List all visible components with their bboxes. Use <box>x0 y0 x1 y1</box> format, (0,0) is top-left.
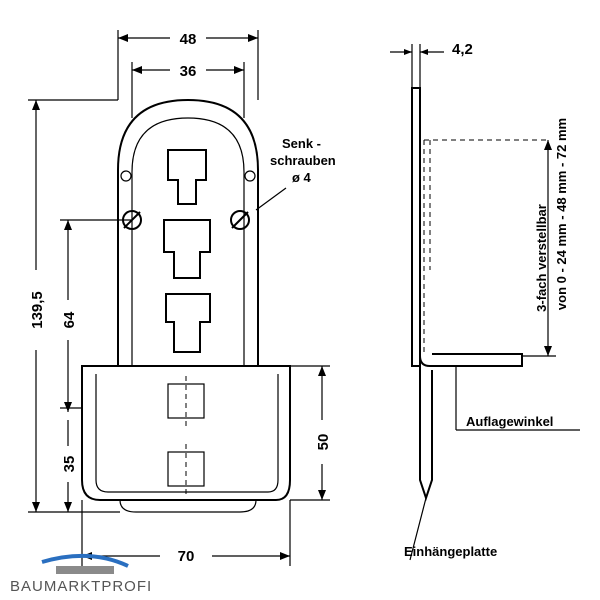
tray-bolt-upper <box>167 376 205 426</box>
dim-36 <box>131 62 245 118</box>
dim-adjust <box>522 140 556 357</box>
brand-name: BAUMARKTPROFI <box>10 578 153 595</box>
dim-64-label: 64 <box>61 311 78 328</box>
dim-48-label: 48 <box>180 31 197 48</box>
front-view: 48 36 139,5 64 35 50 70 Senk - schrauben… <box>28 30 336 566</box>
dim-4-2-label: 4,2 <box>452 41 473 58</box>
dim-36-label: 36 <box>180 63 197 80</box>
tray-bottom <box>119 499 257 513</box>
tray-bolt-lower <box>167 444 205 494</box>
tray-inner <box>95 374 279 493</box>
dim-35 <box>60 407 82 512</box>
dim-48 <box>117 30 259 100</box>
screw-label-line1: Senk - <box>282 136 321 151</box>
dim-139-5 <box>28 99 120 513</box>
slot-2 <box>163 219 211 279</box>
side-hanging-plate <box>419 366 433 502</box>
hanging-plate-label: Einhängeplatte <box>404 544 497 559</box>
slot-3 <box>165 293 211 353</box>
side-support-angle <box>419 353 523 367</box>
screw-right <box>230 210 250 230</box>
hole-right <box>244 170 256 182</box>
dim-64 <box>60 219 132 412</box>
hanging-leader <box>409 497 427 561</box>
side-plate <box>411 87 421 367</box>
brand-logo-mark <box>41 553 129 574</box>
dim-35-label: 35 <box>61 456 78 473</box>
back-plate-inner <box>131 117 245 366</box>
back-plate-outline <box>117 98 259 366</box>
dim-70-label: 70 <box>178 548 195 565</box>
dim-50 <box>290 365 330 501</box>
dim-139-5-label: 139,5 <box>29 291 46 329</box>
adjust-label-line1: 3-fach verstellbar <box>534 204 549 312</box>
adjust-label-line2: von 0 - 24 mm - 48 mm - 72 mm <box>554 118 569 310</box>
side-view: 4,2 3-fach verstellbar von 0 - 24 mm - 4… <box>390 41 580 561</box>
screw-label-line3: ø 4 <box>292 170 312 185</box>
screw-label-line2: schrauben <box>270 153 336 168</box>
slot-1 <box>167 149 207 205</box>
support-bracket-label: Auflagewinkel <box>466 414 553 429</box>
screw-leader <box>255 187 287 211</box>
hole-left <box>120 170 132 182</box>
tray-outline <box>81 365 291 501</box>
dim-4-2 <box>390 44 444 88</box>
dim-50-label: 50 <box>315 434 332 451</box>
